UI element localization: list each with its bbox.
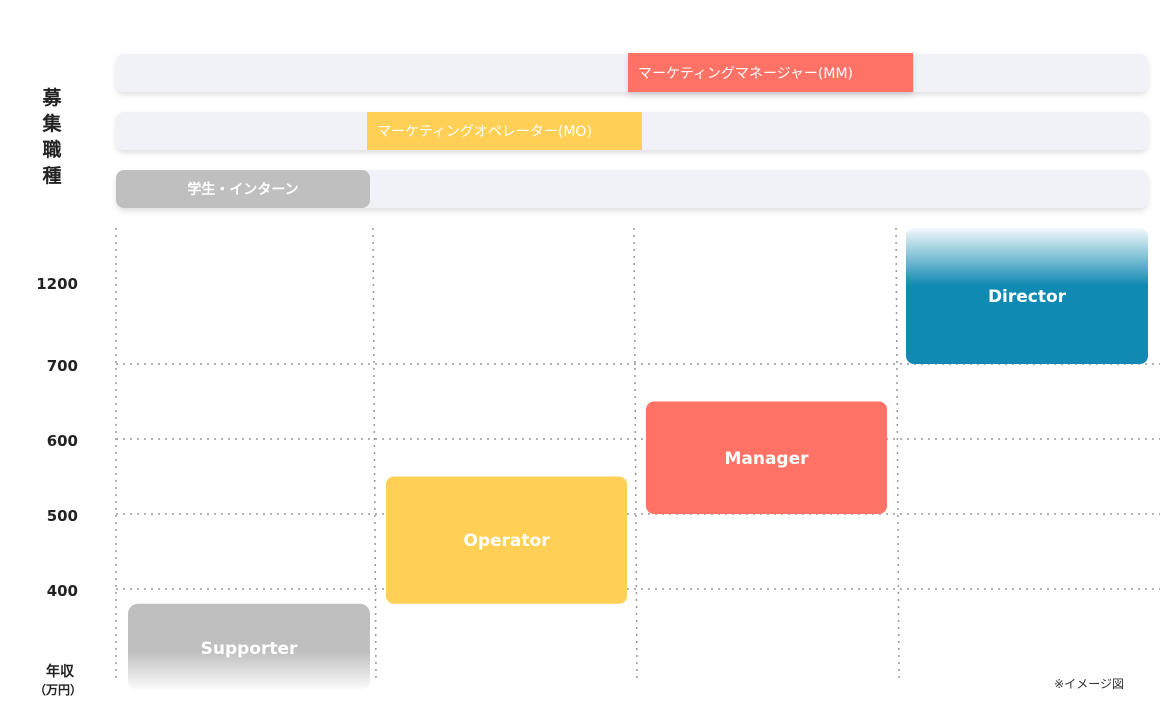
recruit-label-char: 集 <box>41 112 62 135</box>
y-tick-label: 600 <box>47 432 78 450</box>
bar-label: Supporter <box>201 639 298 659</box>
recruit-label-char: 職 <box>42 138 61 161</box>
column-divider <box>372 227 377 679</box>
job-track-label: マーケティングオペレーター(MO) <box>377 124 592 140</box>
note-text: ※イメージ図 <box>1054 677 1124 691</box>
bar-label: Director <box>988 287 1067 307</box>
bar-supporter <box>128 603 370 690</box>
y-tick-label: 400 <box>47 582 78 600</box>
y-axis-unit: （万円） <box>34 682 82 697</box>
y-tick-label: 700 <box>47 357 78 375</box>
column-divider <box>895 227 900 679</box>
job-track-label: マーケティングマネージャー(MM) <box>638 66 853 82</box>
recruit-label-char: 種 <box>42 165 61 187</box>
bar-label: Manager <box>724 449 809 469</box>
job-track-segment <box>367 112 642 150</box>
bar-manager <box>646 401 887 514</box>
bar-label: Operator <box>463 531 550 551</box>
y-tick-label: 500 <box>47 507 78 525</box>
job-track <box>116 170 1148 208</box>
bar-operator <box>386 476 627 604</box>
recruit-label-char: 募 <box>41 87 62 109</box>
job-track-segment <box>116 170 370 208</box>
column-divider <box>633 227 638 679</box>
y-tick-label: 1200 <box>36 275 78 293</box>
job-track-segment <box>628 53 913 92</box>
job-track-label: 学生・インターン <box>187 181 298 198</box>
bar-director <box>906 228 1148 364</box>
y-axis-label: 年収 <box>46 663 75 680</box>
